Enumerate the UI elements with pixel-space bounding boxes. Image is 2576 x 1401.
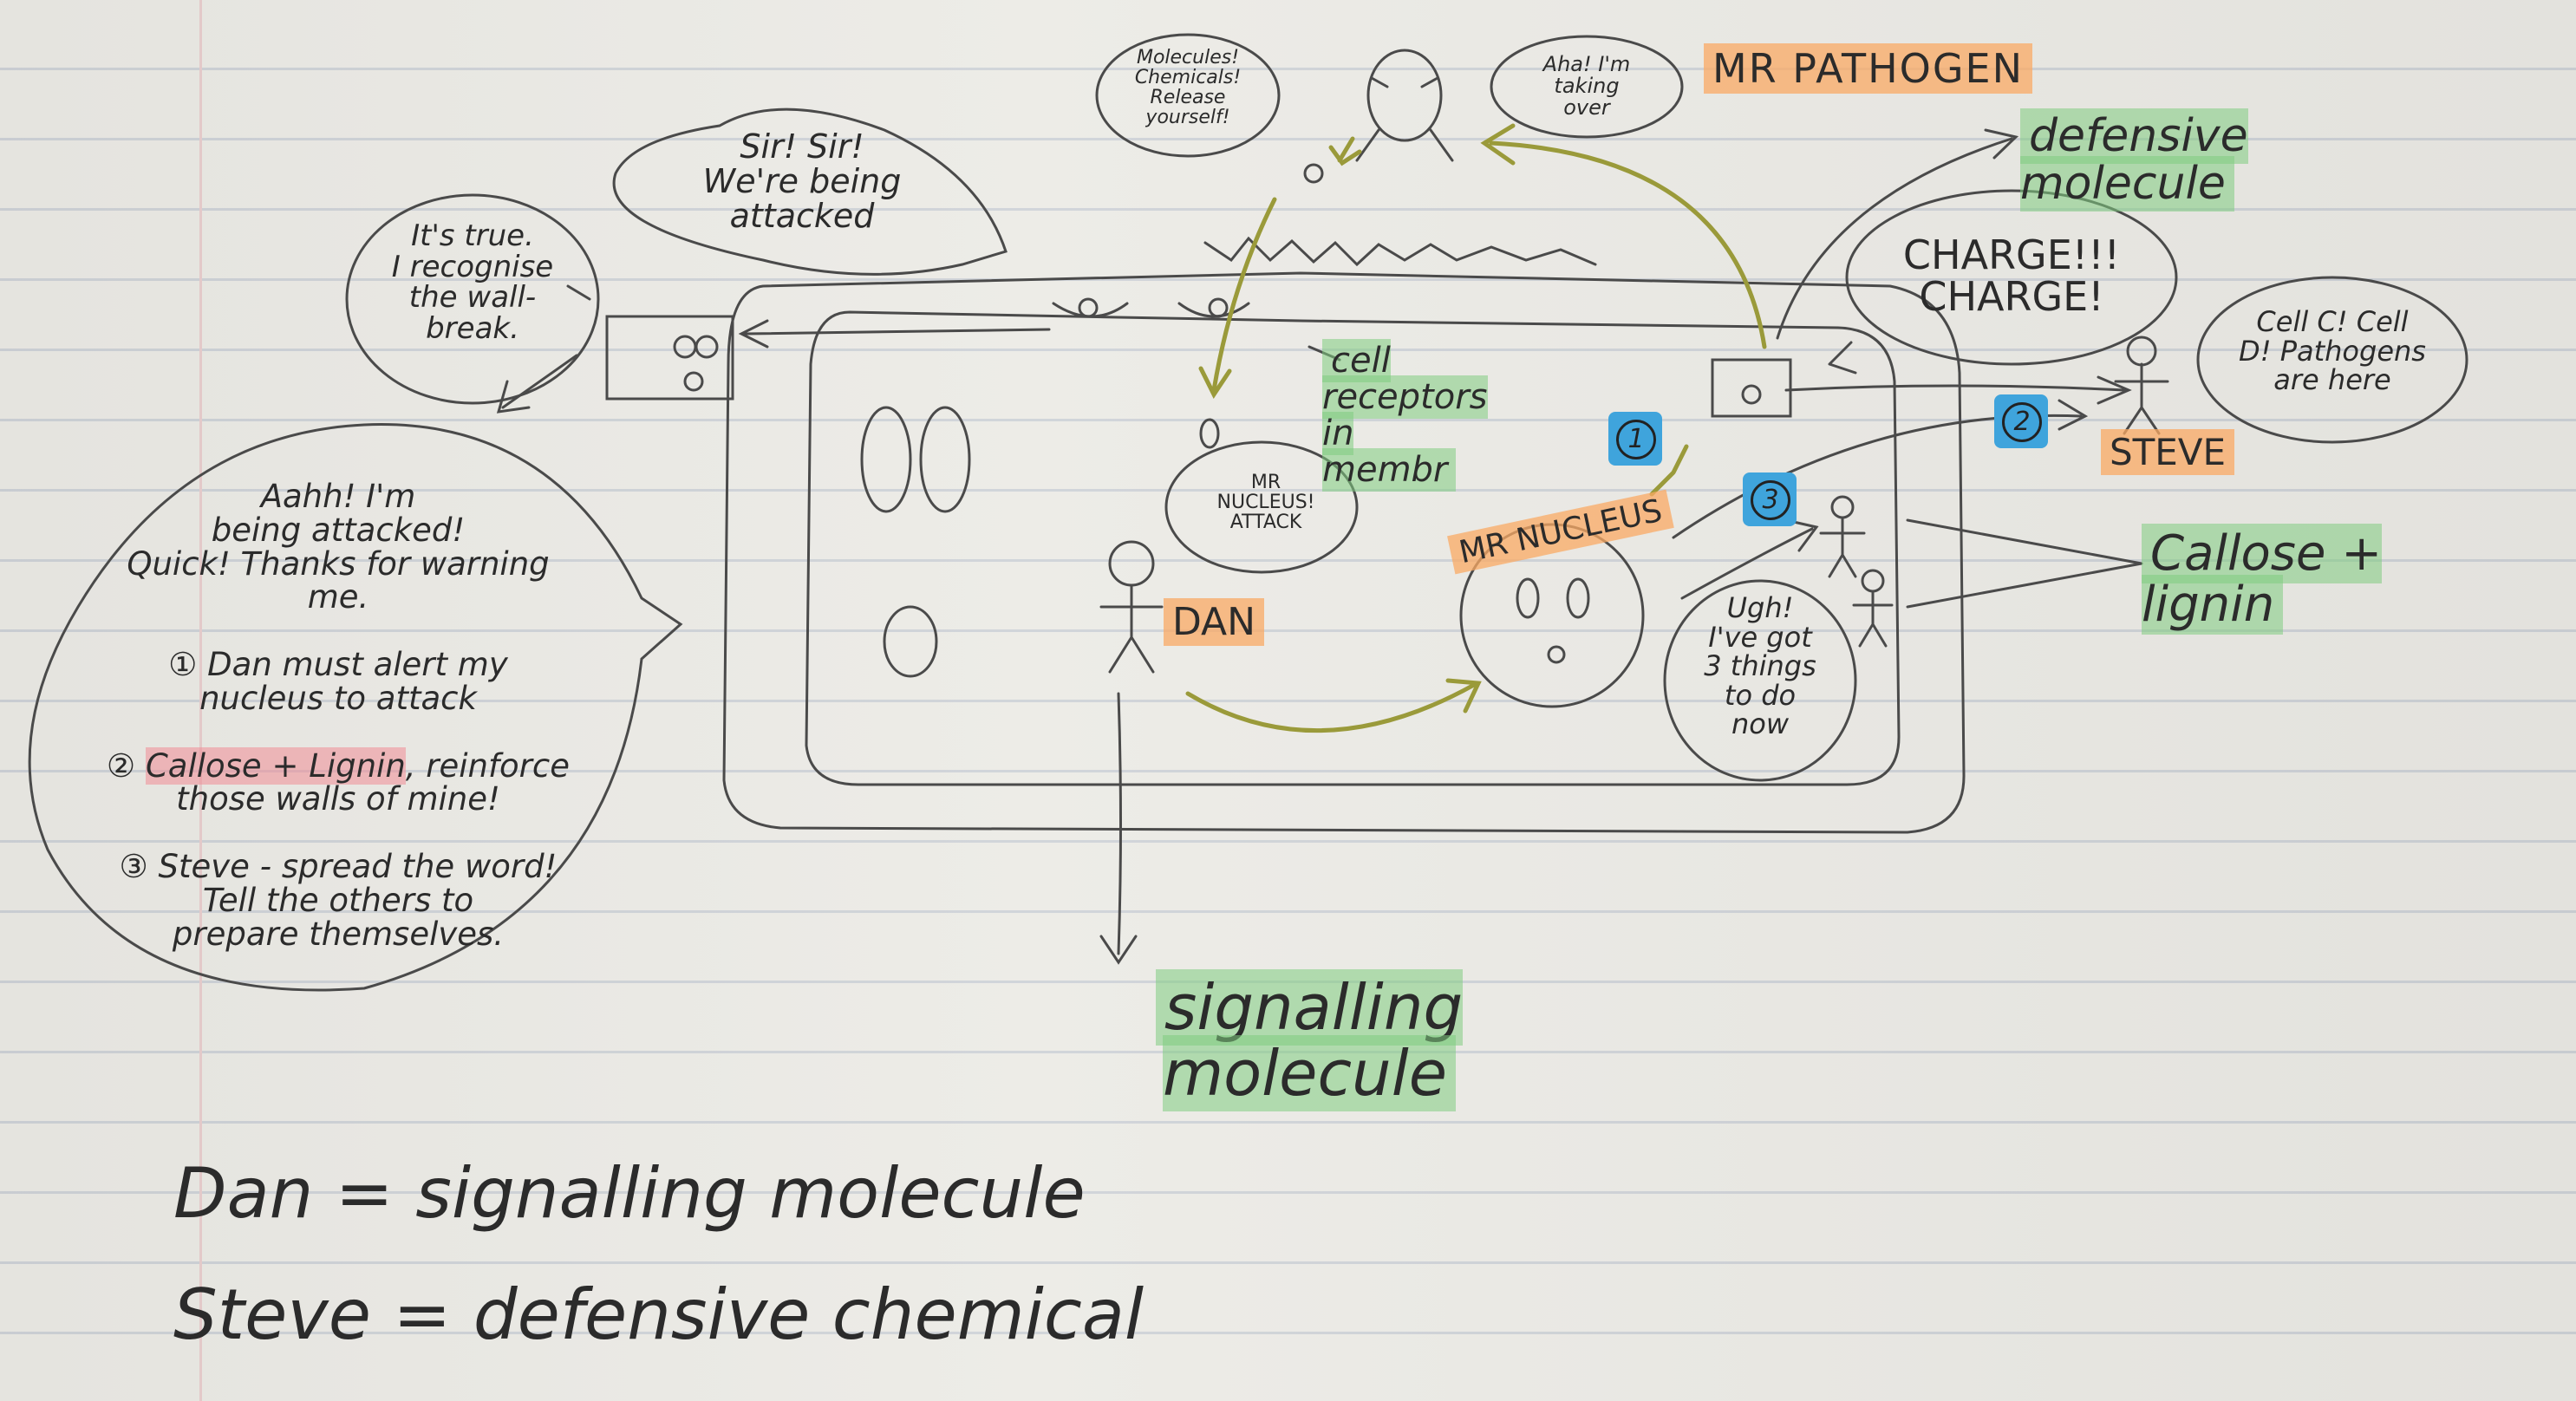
charge-speech: CHARGE!!! CHARGE! [1902, 231, 2121, 321]
callose-lignin-label: Callose + lignin [2142, 524, 2383, 635]
dan-speech: MR NUCLEUS! ATTACK [1216, 472, 1315, 534]
cell-receptors-label: cell receptors in membr [1322, 339, 1488, 492]
organelle-left-2 [919, 406, 971, 513]
steve-label: STEVE [2081, 429, 2254, 475]
bubble-big [28, 423, 683, 992]
big-speech-line-2: ① Dan must alert my nucleus to attack [168, 646, 508, 717]
cell-cd-speech: Cell C! Cell D! Pathogens are here [2239, 305, 2426, 397]
signalling-molecule-label: signalling molecule [1040, 969, 1578, 1111]
margin-line [199, 0, 202, 1401]
dan-label: DAN [1145, 598, 1283, 646]
mr-pathogen-label: MR PATHOGEN [1704, 43, 2155, 94]
bubble-cell-cd [2196, 276, 2468, 444]
sir-speech: Sir! Sir! We're being attacked [702, 127, 902, 235]
wall-break-zigzag [1203, 236, 1597, 267]
defensive-molecule-label: defensive molecule [2020, 108, 2248, 212]
callose-lignin-highlight: Callose + Lignin [145, 746, 406, 785]
organelle-left-1 [860, 406, 912, 513]
bubble-pathogen-right [1490, 35, 1684, 139]
step-badge-2: 2 [1994, 394, 2048, 448]
cell-membrane [805, 310, 1901, 786]
step-badge-3: 3 [1743, 472, 1797, 526]
pathogen [1366, 49, 1443, 142]
bubble-recognise [345, 193, 600, 405]
legend-steve: Steve = defensive chemical [173, 1274, 1145, 1355]
legend-dan: Dan = signalling molecule [173, 1153, 1086, 1234]
bubble-nucleus [1663, 579, 1857, 782]
pathogen-taking-over: Aha! I'm taking over [1542, 52, 1631, 121]
bubble-pathogen-left [1095, 33, 1281, 158]
bubble-charge [1845, 189, 2178, 366]
bubble-sir [612, 108, 1008, 276]
bubble-dan [1164, 440, 1359, 574]
organelle-left-3 [883, 605, 938, 678]
big-speech-line-3: ② Callose + Lignin, reinforce those wall… [107, 746, 570, 818]
molecule-dot [1199, 418, 1220, 449]
big-speech-text: Aahh! I'm being attacked! Quick! Thanks … [35, 446, 642, 986]
step-badge-1: 1 [1608, 412, 1662, 466]
nucleus-speech: Ugh! I've got 3 things to do now [1704, 591, 1816, 741]
wall-box-right [1711, 358, 1792, 418]
recognise-speech: It's true. I recognise the wall- break. [391, 218, 554, 347]
big-speech-line-4: ③ Steve - spread the word! Tell the othe… [119, 848, 558, 953]
cell-wall-outer [722, 271, 1966, 834]
pathogen-speech: Molecules! Chemicals! Release yourself! [1134, 47, 1242, 129]
wall-box-left [605, 315, 734, 401]
big-speech-line-1: Aahh! I'm being attacked! Quick! Thanks … [127, 477, 550, 616]
